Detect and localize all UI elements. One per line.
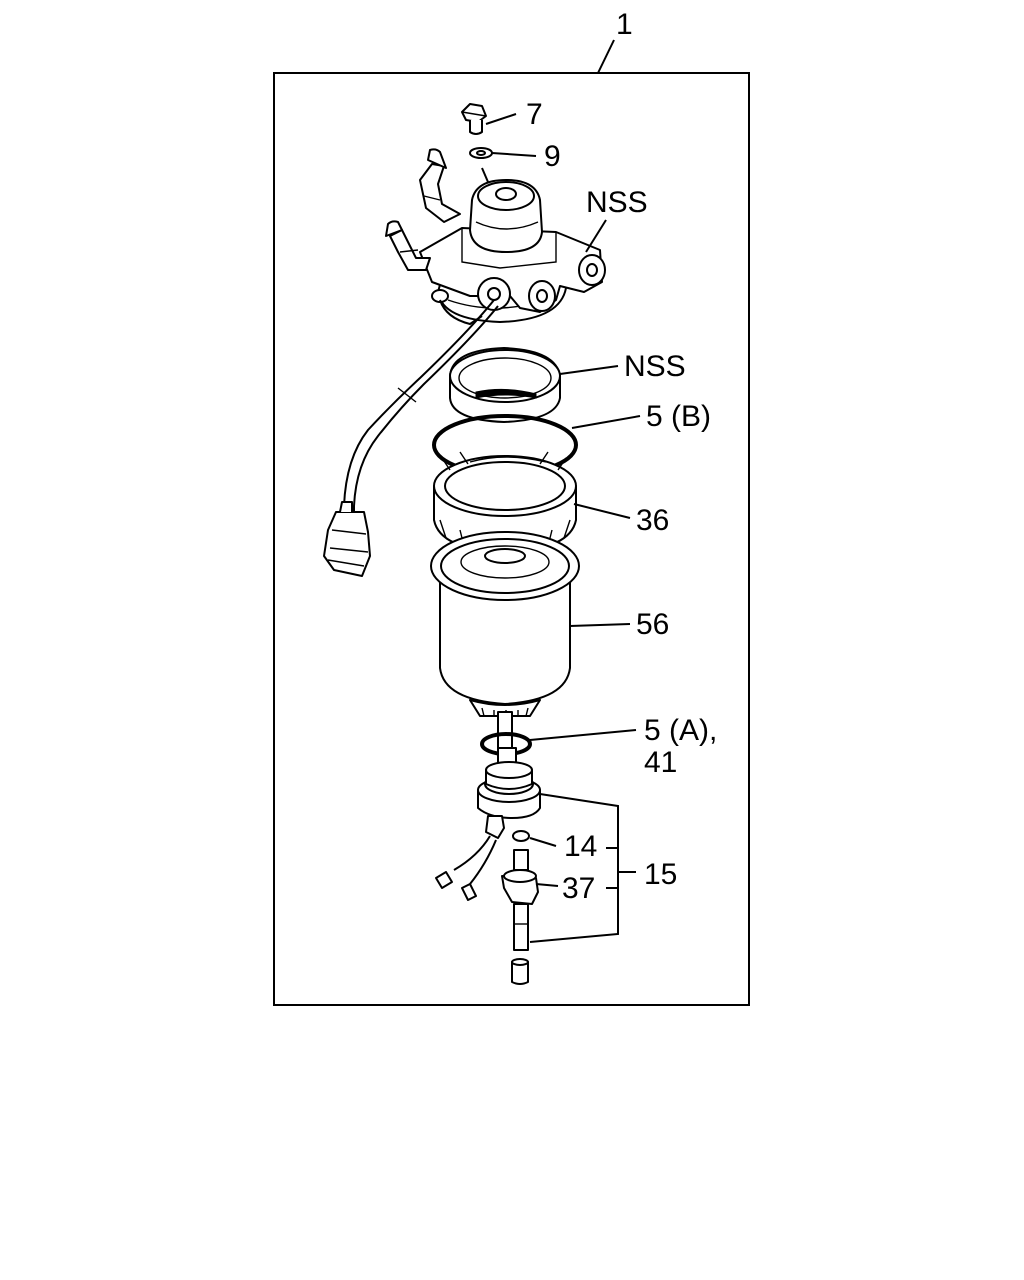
label-oring-a: 5 (A),	[644, 714, 717, 747]
label-sensor-kit: 15	[644, 858, 677, 891]
sensor-harness[interactable]	[323, 299, 499, 577]
label-washer: 9	[544, 140, 561, 173]
nss-ring[interactable]	[449, 347, 561, 423]
assembly-frame	[273, 72, 750, 1006]
filter-head[interactable]	[385, 148, 606, 323]
label-assembly: 1	[616, 8, 633, 41]
filter-element[interactable]	[430, 531, 580, 717]
seal-part[interactable]	[512, 830, 530, 842]
label-ring-nss: NSS	[624, 350, 686, 383]
label-oring-a-alt: 41	[644, 746, 677, 779]
label-sensor: 37	[562, 872, 595, 905]
bolt-part[interactable]	[461, 103, 487, 135]
label-retainer: 36	[636, 504, 669, 537]
leader-lines	[481, 39, 641, 943]
drain-fitting[interactable]	[435, 747, 541, 901]
label-oring-b: 5 (B)	[646, 400, 711, 433]
washer-part[interactable]	[469, 147, 493, 159]
label-bolt: 7	[526, 98, 543, 131]
label-seal: 14	[564, 830, 597, 863]
label-element: 56	[636, 608, 669, 641]
label-head-nss: NSS	[586, 186, 648, 219]
water-sensor[interactable]	[501, 849, 539, 985]
